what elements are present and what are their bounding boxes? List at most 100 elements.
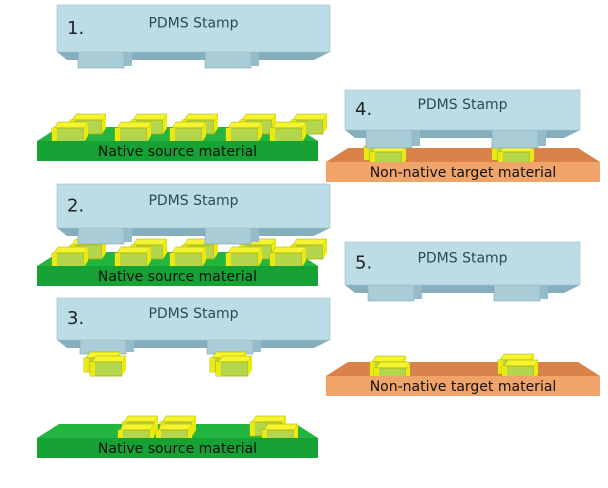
stamp-post-side	[540, 285, 548, 299]
stamp-post-side	[414, 285, 422, 299]
chip-side	[202, 247, 206, 267]
chip-top	[116, 246, 152, 254]
chip-edge	[170, 253, 175, 267]
slab-front	[37, 266, 318, 286]
chip-edge	[498, 360, 503, 374]
pdms-stamp-3: 3. PDMS Stamp	[56, 297, 331, 355]
stamp-label: PDMS Stamp	[148, 306, 238, 322]
stamp-post-side	[253, 340, 261, 352]
material-label: Native source material	[98, 441, 257, 457]
stamp-face	[344, 89, 581, 131]
chip-side	[122, 356, 126, 376]
slab-front	[37, 141, 318, 161]
step-number: 1.	[67, 18, 84, 39]
material-label: Non-native target material	[370, 165, 557, 181]
material-label: Native source material	[98, 144, 257, 160]
picked-chips-3	[83, 351, 253, 377]
stamp-face	[56, 4, 331, 53]
stamp-face	[56, 183, 331, 229]
chip-edge	[90, 362, 95, 376]
chip-top	[503, 359, 539, 367]
chip-top	[171, 121, 207, 129]
chip-side	[302, 122, 306, 142]
stamp-face	[344, 241, 581, 286]
chip-edge	[170, 128, 175, 142]
stamp-post	[367, 284, 415, 302]
chip-edge	[156, 430, 161, 444]
chip-side	[302, 247, 306, 267]
slab-top	[326, 362, 600, 376]
step-number: 2.	[67, 195, 84, 216]
chip-edge	[52, 253, 57, 267]
chip-edge	[210, 358, 215, 372]
stamp-post-side	[126, 340, 134, 352]
stamp-label: PDMS Stamp	[417, 251, 507, 267]
pdms-stamp-1: 1. PDMS Stamp	[56, 4, 331, 69]
stamp-post	[77, 227, 125, 245]
chip-top	[157, 423, 193, 431]
chip-top	[271, 246, 307, 254]
target-material-5: Non-native target material	[326, 353, 600, 396]
chip-top	[116, 121, 152, 129]
chip-side	[202, 122, 206, 142]
chip-top	[183, 113, 219, 121]
chip-side	[84, 247, 88, 267]
chip-top	[241, 113, 277, 121]
chip-top	[375, 361, 411, 369]
chip-edge	[262, 430, 267, 444]
chip-edge	[270, 128, 275, 142]
chip-edge	[226, 128, 231, 142]
source-material-2: Native source material	[37, 238, 328, 286]
chip-edge	[374, 368, 379, 382]
chip-top	[217, 355, 253, 363]
chip-top	[292, 113, 328, 121]
chip-top	[292, 238, 328, 246]
step-number: 3.	[67, 308, 84, 329]
stamp-label: PDMS Stamp	[148, 193, 238, 209]
step-number: 4.	[355, 99, 372, 120]
chip-edge	[216, 362, 221, 376]
chip-top	[53, 246, 89, 254]
chip-side	[102, 114, 106, 134]
step-number: 5.	[355, 253, 372, 274]
stamp-post	[491, 129, 539, 149]
stamp-post-side	[251, 228, 259, 242]
pdms-stamp-2: 2. PDMS Stamp	[56, 183, 331, 245]
chip-top	[123, 415, 159, 423]
chip-side	[147, 122, 151, 142]
chip-side	[534, 360, 538, 380]
stamp-post-side	[124, 52, 132, 66]
stamp-post-side	[538, 130, 546, 146]
chip-top	[119, 423, 155, 431]
stamp-post	[365, 129, 413, 149]
chip-edge	[226, 253, 231, 267]
chip-side	[163, 114, 167, 134]
chip-edge	[492, 146, 497, 160]
chip-top	[499, 353, 535, 361]
chip-side	[248, 356, 252, 376]
slab-front	[37, 438, 318, 458]
chip-side	[163, 239, 167, 259]
stamp-face	[56, 297, 331, 341]
chip-side	[530, 146, 534, 166]
chip-side	[258, 122, 262, 142]
slab-front	[326, 376, 600, 396]
chip-edge	[52, 128, 57, 142]
chip-top	[53, 121, 89, 129]
chips	[51, 238, 328, 268]
chip-edge	[115, 128, 120, 142]
source-material-3: Native source material	[37, 415, 318, 458]
chip-side	[214, 114, 218, 134]
pdms-stamp-4: 4. PDMS Stamp	[344, 89, 581, 149]
chip-top	[161, 415, 197, 423]
chip-top	[91, 355, 127, 363]
pdms-stamp-5: 5. PDMS Stamp	[344, 241, 581, 302]
chip-edge	[118, 430, 123, 444]
chip-side	[323, 239, 327, 259]
stamp-label: PDMS Stamp	[417, 97, 507, 113]
chip-side	[84, 122, 88, 142]
chip-side	[402, 146, 406, 166]
chip-top	[132, 113, 168, 121]
stamp-label: PDMS Stamp	[148, 16, 238, 32]
